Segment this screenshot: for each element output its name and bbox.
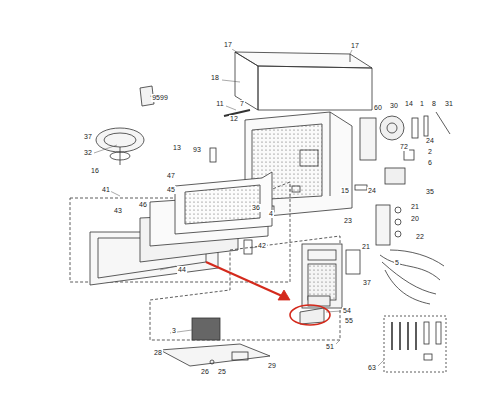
callout-number: 47: [166, 172, 176, 180]
callout-number: 55: [344, 317, 354, 325]
callout-number: 9599: [151, 94, 169, 102]
callout-number: 20: [410, 215, 420, 223]
callout-number: 7: [239, 100, 245, 108]
callout-number: 16: [90, 167, 100, 175]
callout-number: 54: [342, 307, 352, 315]
turntable: [96, 128, 144, 165]
callout-number: 13: [172, 144, 182, 152]
callout-number: 14: [404, 100, 414, 108]
control-panel-assembly: [150, 236, 360, 340]
callout-number: 41: [101, 186, 111, 194]
hardware-kit: [384, 316, 446, 372]
callout-number: 37: [362, 279, 372, 287]
callout-number: 8: [431, 100, 437, 108]
callout-number: 21: [361, 243, 371, 251]
callout-number: 60: [373, 104, 383, 112]
callout-number: 44: [177, 266, 187, 274]
leader-lines: [94, 49, 384, 366]
callout-number: 23: [343, 217, 353, 225]
callout-number: 72: [399, 143, 409, 151]
callout-number: 24: [367, 187, 377, 195]
callout-number: 18: [210, 74, 220, 82]
wire-harness: [380, 250, 444, 304]
callout-number: 11: [215, 100, 224, 108]
callout-number: 24: [425, 137, 435, 145]
callout-number: 6: [427, 159, 433, 167]
cabinet: [235, 52, 372, 110]
callout-number: 26: [200, 368, 210, 376]
callout-number: 37: [83, 133, 93, 141]
callout-number: 22: [415, 233, 425, 241]
callout-number: 30: [389, 102, 399, 110]
callout-number: 1: [419, 100, 425, 108]
callout-number: 63: [367, 364, 377, 372]
callout-number: 12: [229, 115, 239, 123]
callout-number: 93: [192, 146, 202, 154]
callout-number: 42: [257, 242, 267, 250]
callout-number: 2: [427, 148, 433, 156]
callout-number: 36: [251, 204, 261, 212]
transformer-base: [160, 318, 270, 366]
door-assembly: [70, 172, 290, 285]
callout-number: 28: [153, 349, 163, 357]
callout-number: 45: [166, 186, 176, 194]
door-hook: [210, 148, 216, 162]
callout-number: 35: [425, 188, 435, 196]
callout-number: 29: [267, 362, 277, 370]
callout-number: 17: [223, 41, 233, 49]
highlight-arrow: [206, 262, 330, 325]
callout-number: 43: [113, 207, 123, 215]
callout-number: 25: [217, 368, 227, 376]
callout-number: 5: [394, 259, 400, 267]
internal-components: [355, 112, 450, 245]
callout-number: 15: [340, 187, 350, 195]
callout-number: 31: [444, 100, 454, 108]
callout-number: 21: [410, 203, 420, 211]
callout-number: 4: [268, 210, 274, 218]
callout-number: 32: [83, 149, 93, 157]
callout-number: 17: [350, 42, 360, 50]
callout-number: 3: [171, 327, 177, 335]
callout-number: 46: [138, 201, 148, 209]
callout-number: 51: [325, 343, 335, 351]
